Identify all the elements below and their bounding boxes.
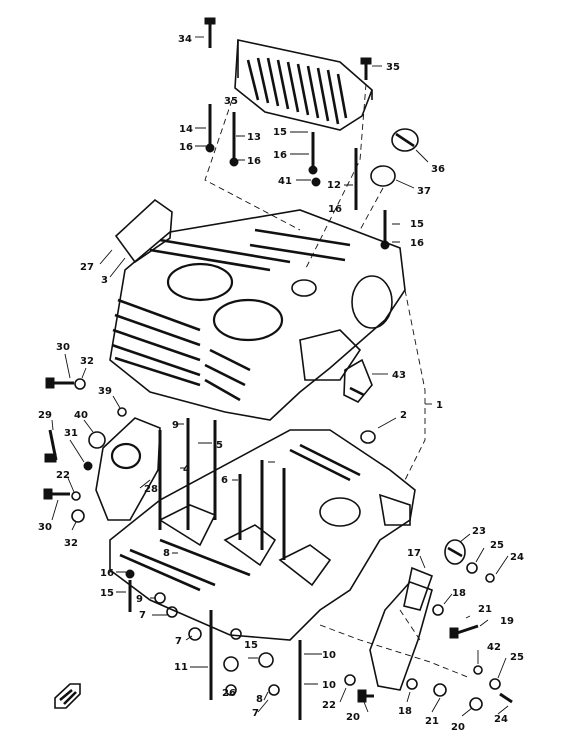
callout-15: 15 xyxy=(273,127,287,138)
callout-16: 16 xyxy=(247,156,261,167)
callout-25: 25 xyxy=(490,540,504,551)
callout-15: 15 xyxy=(244,640,258,651)
callout-24: 24 xyxy=(494,714,508,725)
callout-labels: 34 35 35 36 37 14 13 15 16 16 16 41 12 1… xyxy=(38,34,524,733)
callout-29: 29 xyxy=(38,410,52,421)
callout-13: 13 xyxy=(247,132,261,143)
stud-bolts-top xyxy=(195,104,358,210)
callout-28: 28 xyxy=(144,484,158,495)
bolt-34 xyxy=(195,17,216,48)
assembly-guide-lines-top xyxy=(204,83,384,271)
callout-16: 16 xyxy=(273,150,287,161)
front-direction-arrow-icon xyxy=(54,683,81,709)
callout-16: 16 xyxy=(179,142,193,153)
callout-21: 21 xyxy=(478,604,492,615)
callout-8: 8 xyxy=(163,548,170,559)
callout-7: 7 xyxy=(252,708,259,719)
assembly-guide-lines-bottom xyxy=(319,609,471,679)
callout-4: 4 xyxy=(183,464,190,475)
callout-31: 31 xyxy=(64,428,78,439)
assembly-guide-lines-mid xyxy=(404,289,432,481)
callout-21: 21 xyxy=(425,716,439,727)
callout-14: 14 xyxy=(179,124,193,135)
callout-26: 26 xyxy=(222,688,236,699)
right-side-parts xyxy=(339,533,513,717)
callout-19: 19 xyxy=(500,616,514,627)
callout-1: 1 xyxy=(436,400,443,411)
callout-2: 2 xyxy=(400,410,407,421)
callout-11: 11 xyxy=(174,662,188,673)
callout-18: 18 xyxy=(452,588,466,599)
breather-cover-27 xyxy=(99,198,173,278)
callout-17: 17 xyxy=(407,548,421,559)
cylinder-head-cover xyxy=(234,39,373,131)
callout-24: 24 xyxy=(510,552,524,563)
oil-filler-plug-36 xyxy=(391,128,429,163)
o-ring-37 xyxy=(370,165,415,189)
callout-27: 27 xyxy=(80,262,94,273)
callout-12: 12 xyxy=(327,180,341,191)
callout-7: 7 xyxy=(139,610,146,621)
callout-35: 35 xyxy=(386,62,400,73)
callout-6: 6 xyxy=(221,475,228,486)
callout-16: 16 xyxy=(410,238,424,249)
callout-25: 25 xyxy=(510,652,524,663)
callout-10: 10 xyxy=(322,650,336,661)
left-bottom-fasteners xyxy=(116,569,280,713)
callout-20: 20 xyxy=(346,712,360,723)
stud-bolts-right xyxy=(380,210,400,250)
callout-16: 16 xyxy=(100,568,114,579)
callout-9: 9 xyxy=(172,420,179,431)
callout-22: 22 xyxy=(56,470,70,481)
callout-10: 10 xyxy=(322,680,336,691)
callout-15: 15 xyxy=(410,219,424,230)
callout-20: 20 xyxy=(451,722,465,733)
lower-crankcase-bolts xyxy=(158,418,286,560)
callout-41: 41 xyxy=(278,176,292,187)
callout-35: 35 xyxy=(224,96,238,107)
callout-43: 43 xyxy=(392,370,406,381)
callout-18: 18 xyxy=(398,706,412,717)
callout-9: 9 xyxy=(136,594,143,605)
callout-32: 32 xyxy=(80,356,94,367)
callout-5: 5 xyxy=(216,440,223,451)
callout-15: 15 xyxy=(100,588,114,599)
callout-34: 34 xyxy=(178,34,192,45)
callout-3: 3 xyxy=(101,275,108,286)
callout-30: 30 xyxy=(38,522,52,533)
callout-23: 23 xyxy=(472,526,486,537)
left-side-fasteners xyxy=(43,353,127,531)
callout-36: 36 xyxy=(431,164,445,175)
callout-7: 7 xyxy=(175,636,182,647)
callout-22: 22 xyxy=(322,700,336,711)
bottom-studs xyxy=(190,610,322,720)
callout-32: 32 xyxy=(64,538,78,549)
callout-39: 39 xyxy=(98,386,112,397)
callout-8: 8 xyxy=(256,694,263,705)
callout-30: 30 xyxy=(56,342,70,353)
oil-pipe-43 xyxy=(343,358,388,404)
callout-37: 37 xyxy=(417,186,431,197)
bolt-35-right xyxy=(360,57,382,80)
crankcase-side-plate-26 xyxy=(95,417,161,521)
callout-40: 40 xyxy=(74,410,88,421)
callout-42: 42 xyxy=(487,642,501,653)
dowel-pin-2 xyxy=(360,417,397,444)
callout-16: 16 xyxy=(328,204,342,215)
upper-crankcase xyxy=(109,209,406,421)
